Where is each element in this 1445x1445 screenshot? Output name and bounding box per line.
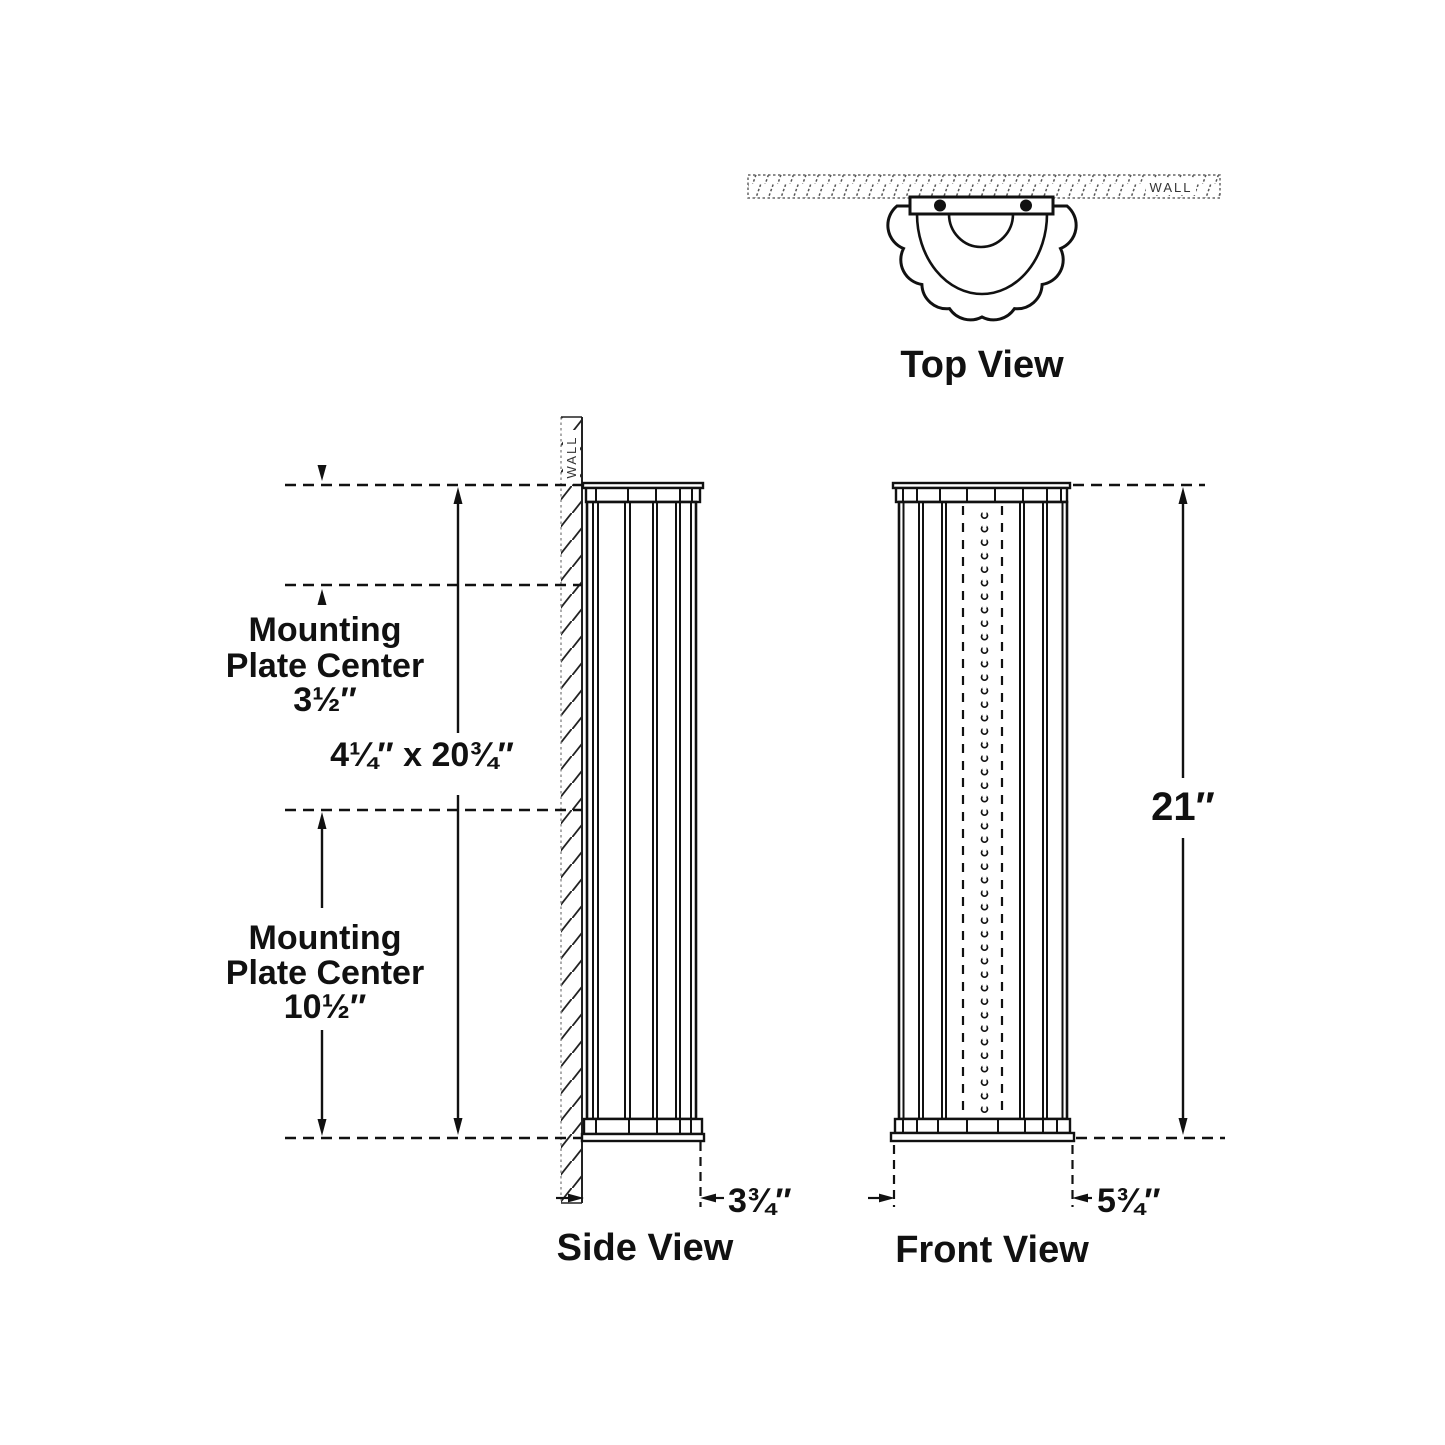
socket-arc [947,213,1015,249]
top-view: WALL Top View [747,174,1221,386]
front-view-label: Front View [895,1229,1089,1271]
dim-mount-bottom: Mounting Plate Center 10½″ [226,812,424,1136]
side-flutes [592,502,692,1119]
top-view-label: Top View [900,344,1064,386]
dim-mount-bottom-line1: Mounting [249,919,402,957]
dim-front-width-value: 5¾″ [1097,1182,1161,1220]
dim-mount-top-line1: Mounting [249,611,402,649]
front-flutes [902,502,1064,1119]
side-view: WALL Mounting Plate Center 3½″ [226,416,792,1269]
top-wall-label: WALL [1150,180,1193,195]
front-view-fixture [889,481,1076,1143]
screw-icon [1020,199,1032,212]
dim-mount-top-line2: Plate Center [226,647,424,685]
dim-mount-bottom-value: 10½″ [284,988,366,1026]
dim-front-width: 5¾″ [868,1145,1161,1220]
dim-overall-height-value: 21″ [1151,785,1215,829]
dim-mount-top-value: 3½″ [293,681,357,719]
inner-shade-arc [915,213,1049,296]
side-reference-lines [285,483,583,1140]
mounting-plate [908,195,1055,216]
dim-side-depth: 3¾″ [556,1142,792,1220]
front-reference-lines [1073,483,1225,1140]
dim-mount-top-arrows [317,465,327,605]
bead-chain [977,506,989,1116]
screw-icon [934,199,946,212]
side-view-fixture [580,481,706,1143]
dim-side-depth-value: 3¾″ [728,1182,792,1220]
top-view-fixture [886,195,1078,322]
dim-backplate: 4¼″ x 20¾″ [330,487,514,1135]
front-view: 21″ 5¾″ Front View [868,481,1225,1271]
dim-overall-height: 21″ [1151,487,1215,1135]
wall-label-box [1146,178,1196,195]
side-wall-label: WALL [564,436,579,479]
side-view-label: Side View [557,1227,734,1269]
dim-backplate-value: 4¼″ x 20¾″ [330,736,514,774]
scalloped-shade-outline [886,204,1078,322]
dim-mount-bottom-line2: Plate Center [226,954,424,992]
wall-label-box [563,430,580,484]
top-view-wall: WALL [747,174,1221,199]
